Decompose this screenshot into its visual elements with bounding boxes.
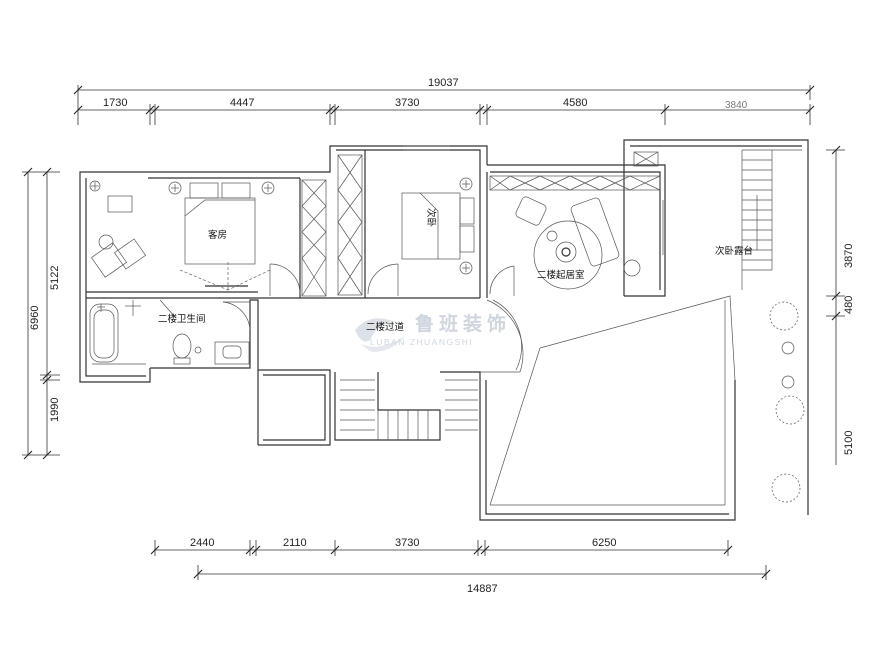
dim-top-1: 1730 — [103, 97, 127, 109]
terrace-plants — [769, 301, 805, 503]
dim-bottom-2: 2110 — [283, 537, 307, 549]
bedroom-bed — [401, 177, 475, 275]
dim-bottom-total: 14887 — [467, 583, 498, 595]
dim-bottom-4: 6250 — [592, 537, 616, 549]
stairs — [340, 149, 802, 440]
dim-bottom-3: 3730 — [395, 537, 419, 549]
watermark-subtitle: LUBAN ZHUANGSHI — [370, 337, 473, 347]
dim-right-3: 5100 — [843, 431, 855, 455]
label-guest-room: 客房 — [208, 229, 227, 241]
watermark-logo — [355, 318, 405, 352]
wardrobe-guest — [301, 179, 327, 297]
dim-top-3: 3730 — [395, 97, 419, 109]
atrium-outline — [489, 295, 736, 506]
dim-left-2: 1990 — [49, 398, 61, 422]
bottom-dimension-chain — [150, 540, 771, 580]
label-bathroom: 二楼卫生间 — [158, 313, 206, 325]
cabinet-terrace — [633, 151, 659, 167]
dim-left-total: 6960 — [29, 306, 41, 330]
bathroom-fixtures — [89, 299, 250, 365]
right-dimension-chain — [826, 145, 845, 465]
living-sofa-set — [515, 196, 641, 290]
label-terrace: 次卧露台 — [715, 245, 753, 257]
label-second-bedroom: 次卧 — [425, 208, 437, 228]
dim-bottom-1: 2440 — [190, 537, 214, 549]
dim-top-total: 19037 — [428, 77, 459, 89]
dim-right-2: 480 — [843, 296, 855, 314]
cabinet-living — [489, 175, 661, 191]
dim-top-extra: 3840 — [725, 100, 748, 111]
dim-left-1: 5122 — [49, 266, 61, 290]
windows — [92, 145, 664, 365]
dim-top-2: 4447 — [230, 97, 254, 109]
label-corridor: 二楼过道 — [366, 321, 405, 333]
dim-top-4: 4580 — [563, 97, 587, 109]
label-living: 二楼起居室 — [537, 269, 585, 281]
top-dimension-chain — [73, 85, 815, 125]
guest-bed — [168, 181, 275, 291]
guest-armchair — [89, 180, 147, 278]
left-dimension-chain — [22, 167, 60, 460]
wardrobe-bedroom — [337, 154, 363, 296]
watermark-title: 鲁班装饰 — [414, 312, 511, 335]
exterior-walls — [79, 139, 809, 521]
dim-right-1: 3870 — [843, 244, 855, 268]
doors — [222, 263, 524, 373]
